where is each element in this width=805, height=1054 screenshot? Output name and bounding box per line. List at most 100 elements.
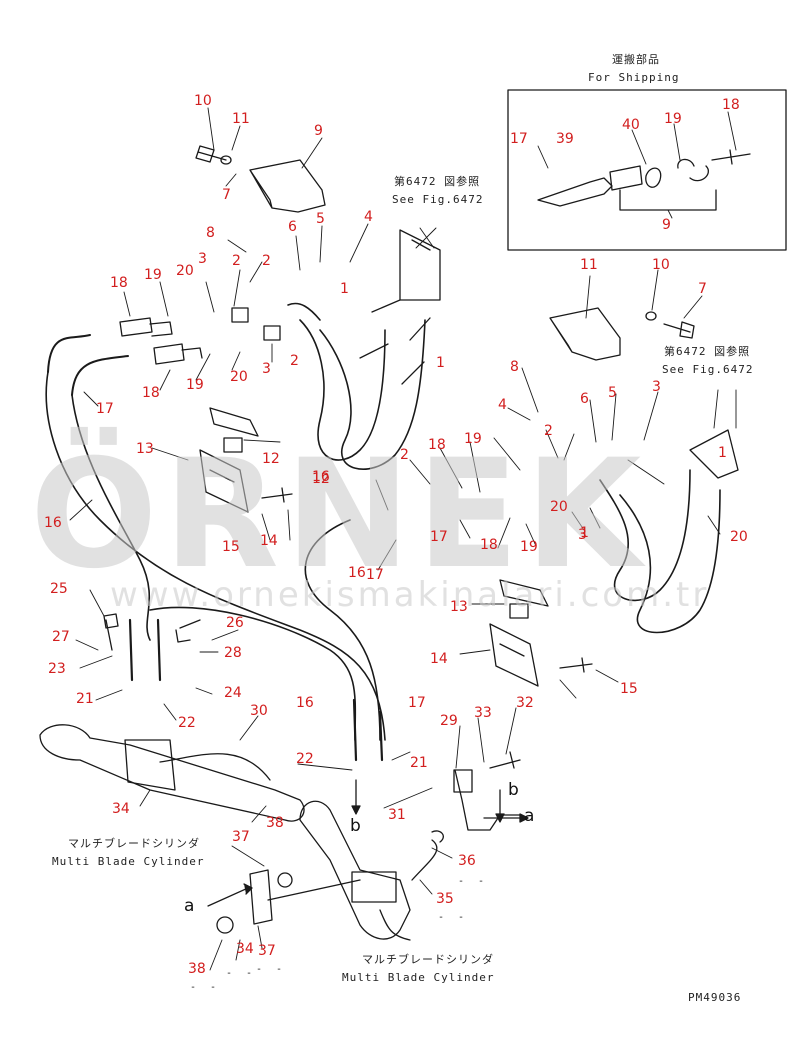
part-number-label: 19 <box>464 431 482 447</box>
part-number-label: 3 <box>652 379 661 395</box>
part-number-label: 26 <box>226 615 244 631</box>
cylinder-right-body <box>299 800 411 940</box>
part-number-label: 8 <box>206 225 215 241</box>
part-number-label: 10 <box>194 93 212 109</box>
hose-short-left <box>47 334 129 396</box>
cylinder-left-pipe <box>159 753 271 781</box>
hose-ends-center <box>352 698 384 762</box>
part-number-label: 17 <box>408 695 426 711</box>
shipping-title-en: For Shipping <box>588 71 680 84</box>
fitting-18-upper <box>119 317 173 337</box>
part-number-label: 14 <box>430 651 448 667</box>
ship-nipple-19 <box>711 149 751 165</box>
part-number-label: 37 <box>232 829 250 845</box>
cylinder-jp-right: マルチブレードシリンダ <box>362 953 494 966</box>
leader-lines <box>69 107 737 971</box>
part-number-label: 18 <box>722 97 740 113</box>
part-number-label: 35 <box>436 891 454 907</box>
part-number-label: 22 <box>178 715 196 731</box>
arrow-a-right-label: a <box>524 806 535 826</box>
part-number-label: 27 <box>52 629 70 645</box>
part-number-label: 28 <box>224 645 242 661</box>
guard-plate <box>249 159 326 213</box>
u-bolt-35 <box>411 839 438 881</box>
part-number-label: 18 <box>142 385 160 401</box>
ship-bracket-18 <box>619 189 717 211</box>
shipping-title-jp: 運搬部品 <box>612 53 660 66</box>
dash-mark-38: - - <box>190 982 221 993</box>
bracket-12-upper <box>209 407 259 437</box>
part-number-label: 2 <box>544 423 553 439</box>
part-number-label: 19 <box>144 267 162 283</box>
cylinder-right-clamp <box>351 871 397 903</box>
ref-part-right <box>689 429 739 479</box>
part-number-label: 1 <box>436 355 445 371</box>
part-number-label: 13 <box>136 441 154 457</box>
part-number-label: 18 <box>110 275 128 291</box>
arrowhead-a-left <box>243 883 253 895</box>
washer-11-right <box>645 311 657 321</box>
part-number-label: 3 <box>198 251 207 267</box>
part-number-label: 30 <box>250 703 268 719</box>
part-number-label: 20 <box>230 369 248 385</box>
cylinder-en-left: Multi Blade Cylinder <box>52 855 205 868</box>
hose-right-b <box>619 489 721 634</box>
part-number-label: 4 <box>498 397 507 413</box>
part-number-label: 16 <box>312 469 330 485</box>
part-number-label: 9 <box>314 123 323 139</box>
block-3-upper <box>231 307 249 323</box>
cylinder-left-clamp <box>124 739 176 791</box>
part-number-label: 1 <box>718 445 727 461</box>
plate-13-upper <box>199 449 249 513</box>
part-number-label: 7 <box>222 187 231 203</box>
part-number-label: 20 <box>730 529 748 545</box>
part-number-label: 5 <box>608 385 617 401</box>
part-number-label: 1 <box>340 281 349 297</box>
arrowhead-b-center <box>351 805 361 815</box>
ref-jp-upper: 第6472 図参照 <box>394 175 481 188</box>
part-number-label: 29 <box>440 713 458 729</box>
part-number-label: 4 <box>364 209 373 225</box>
part-number-label: 19 <box>664 111 682 127</box>
nut-12-upper <box>223 437 243 453</box>
dash-mark-36: - - <box>458 876 489 887</box>
bolt-14-lower <box>559 657 593 673</box>
part-number-label: 14 <box>260 533 278 549</box>
part-number-label: 17 <box>430 529 448 545</box>
part-number-label: 2 <box>232 253 241 269</box>
part-number-label: 20 <box>176 263 194 279</box>
part-number-label: 3 <box>578 527 587 543</box>
arrow-b-center-label: b <box>350 816 361 836</box>
hose-16-left <box>45 371 386 741</box>
part-number-label: 33 <box>474 705 492 721</box>
ship-fitting-17 <box>537 177 613 207</box>
bracket-12-lower <box>499 579 549 607</box>
part-number-label: 2 <box>290 353 299 369</box>
dash-mark-34: - - <box>256 964 287 975</box>
part-number-label: 3 <box>262 361 271 377</box>
part-number-label: 19 <box>186 377 204 393</box>
nut-38-lower <box>216 916 234 934</box>
plate-13-lower <box>489 623 539 687</box>
dash-mark-37: - - <box>226 968 257 979</box>
bolt-14-upper <box>261 487 293 503</box>
ref-en-upper: See Fig.6472 <box>392 193 484 206</box>
ship-cap-40 <box>677 158 709 182</box>
part-number-label: 16 <box>348 565 366 581</box>
cylinder-right-rod <box>379 909 411 941</box>
clip-36 <box>431 830 444 843</box>
part-number-label: 17 <box>510 131 528 147</box>
part-number-label: 34 <box>236 941 254 957</box>
hose-mid-16 <box>304 519 381 741</box>
part-number-label: 6 <box>288 219 297 235</box>
diagram-code: PM49036 <box>688 991 742 1004</box>
part-number-label: 22 <box>296 751 314 767</box>
fitting-18-lower <box>153 343 203 365</box>
part-number-label: 19 <box>520 539 538 555</box>
pipe-1-left <box>359 299 431 385</box>
guard-plate-right <box>549 307 621 361</box>
part-number-label: 21 <box>410 755 428 771</box>
part-number-label: 15 <box>620 681 638 697</box>
